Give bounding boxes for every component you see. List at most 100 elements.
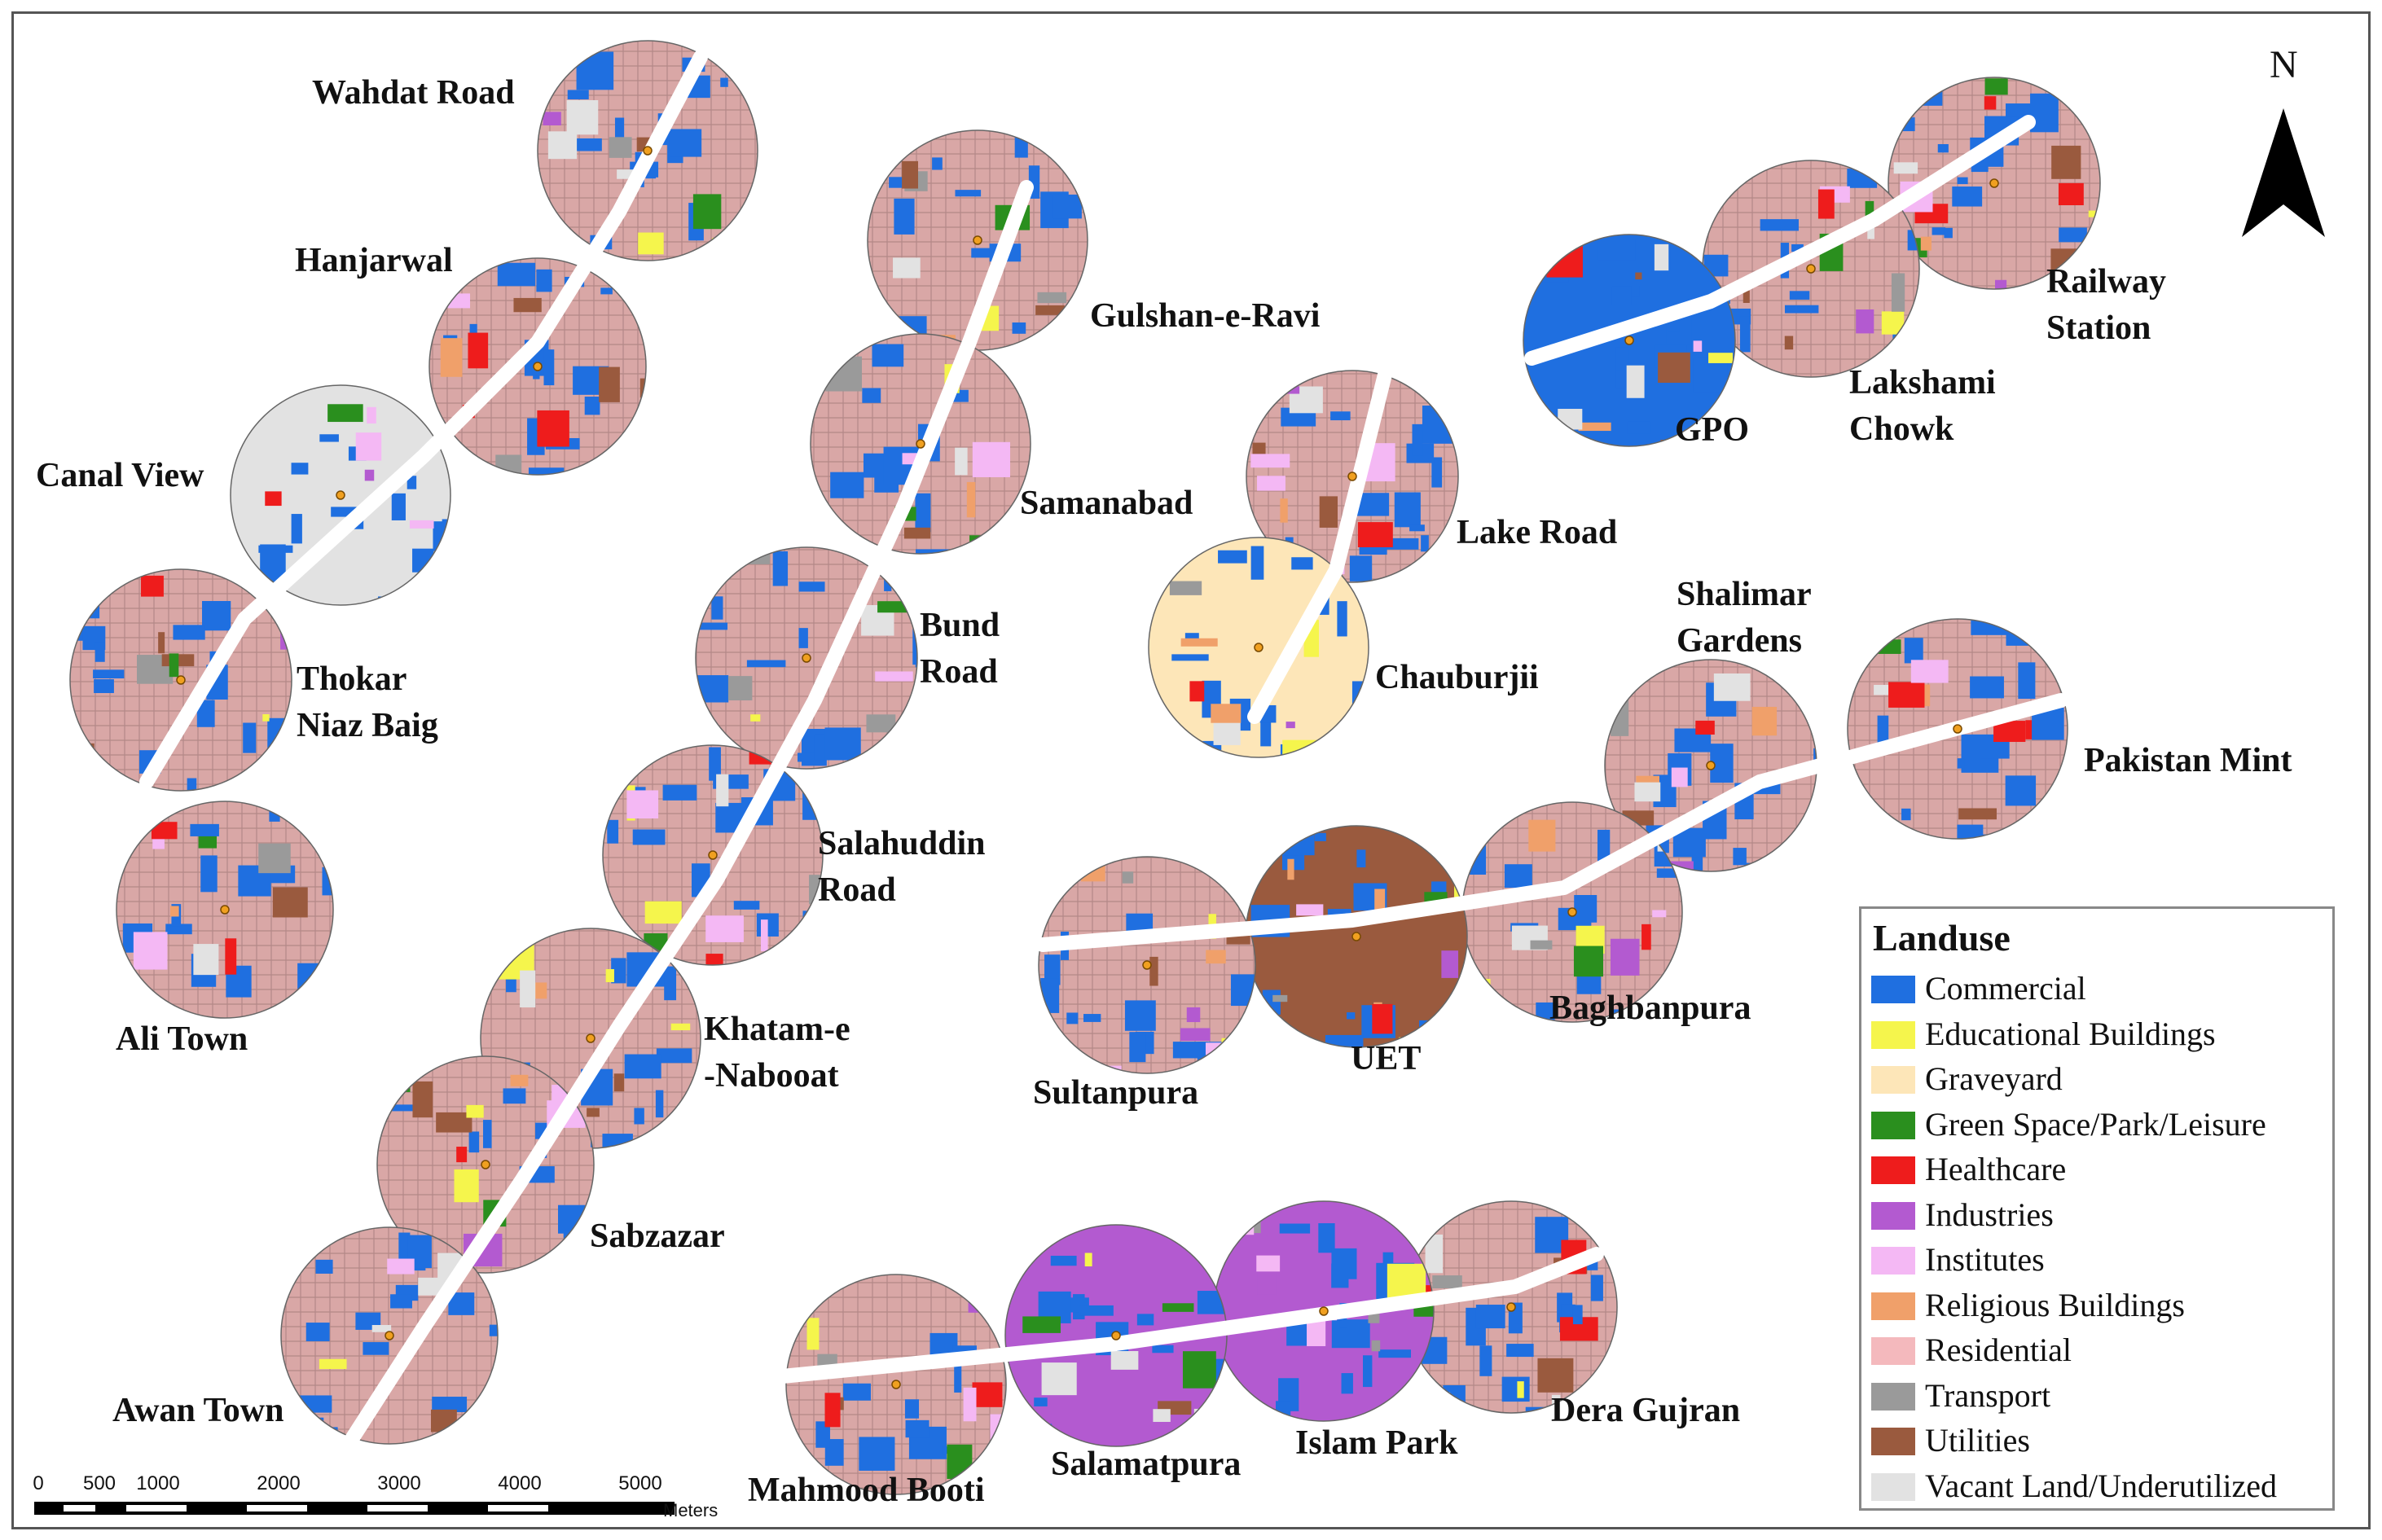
legend-label: Green Space/Park/Leisure [1925, 1105, 2266, 1143]
road-network [139, 50, 2068, 1449]
station-label-islam-park: Islam Park [1295, 1424, 1458, 1462]
station-point [586, 1033, 596, 1043]
corridor-road [775, 1247, 1604, 1384]
station-point [1989, 178, 1999, 188]
corridor-road [1524, 115, 2036, 366]
station-buffer [1039, 857, 1255, 1073]
station-point [1506, 1302, 1516, 1312]
legend-swatch [1871, 976, 1915, 1003]
station-label-thokar-niaz-baig: Thokar Niaz Baig [297, 660, 438, 744]
legend-label: Vacant Land/Underutilized [1925, 1467, 2278, 1504]
legend-swatch [1871, 1201, 1915, 1230]
station-label-lake-road: Lake Road [1457, 514, 1618, 551]
legend-label: Healthcare [1925, 1151, 2067, 1187]
corridor-road [1035, 693, 2068, 952]
scale-tick-label: 500 [82, 1472, 116, 1494]
station-label-baghbanpura: Baghbanpura [1549, 989, 1751, 1027]
station-point [1806, 264, 1816, 274]
station-buffer [786, 1275, 1006, 1494]
legend-label: Religious Buildings [1925, 1286, 2185, 1323]
legend-item: Healthcare [1871, 1148, 2327, 1191]
legend-label: Graveyard [1925, 1060, 2063, 1097]
legend-item: Educational Buildings [1871, 1013, 2327, 1055]
legend-swatch [1871, 1382, 1915, 1411]
station-label-lakshami-chowk: Lakshami Chowk [1849, 364, 1996, 448]
station-label-sabzazar: Sabzazar [590, 1218, 725, 1255]
scale-tick-label: 5000 [618, 1472, 662, 1494]
station-label-pakistan-mint: Pakistan Mint [2084, 742, 2292, 779]
legend-swatch [1871, 1111, 1915, 1139]
station-point [1624, 336, 1634, 345]
station-label-uet: UET [1351, 1040, 1422, 1077]
scale-tick-label: 3000 [377, 1472, 421, 1494]
scale-tick-label: 0 [33, 1472, 44, 1494]
legend-swatch [1871, 1337, 1915, 1365]
station-point [533, 362, 543, 371]
legend-label: Industries [1925, 1196, 2054, 1233]
scale-tick-label: 2000 [257, 1472, 301, 1494]
station-point [1254, 643, 1264, 652]
legend-swatch [1871, 1066, 1915, 1094]
station-label-mahmood-booti: Mahmood Booti [748, 1472, 985, 1509]
station-point [220, 905, 230, 915]
station-point [643, 146, 653, 156]
station-label-samanabad: Samanabad [1020, 485, 1193, 522]
station-buffer [1246, 826, 1467, 1047]
corridor-road [343, 180, 1034, 1449]
station-label-salahuddin-road: Salahuddin Road [818, 825, 986, 909]
station-point [916, 439, 925, 449]
legend-label: Transport [1925, 1376, 2051, 1414]
station-point [1953, 724, 1962, 734]
legend-item: Green Space/Park/Leisure [1871, 1103, 2327, 1146]
scale-tick-label: 1000 [136, 1472, 180, 1494]
legend-label: Residential [1925, 1332, 2072, 1368]
station-point [973, 235, 982, 245]
legend-label: Commercial [1925, 970, 2086, 1007]
station-label-gulshan-e-ravi: Gulshan-e-Ravi [1090, 297, 1321, 335]
station-point [1351, 932, 1361, 941]
legend-item: Institutes [1871, 1239, 2327, 1281]
station-label-sultanpura: Sultanpura [1033, 1074, 1199, 1112]
station-label-gpo: GPO [1675, 411, 1749, 449]
north-letter: N [2270, 43, 2298, 86]
legend-item: Religious Buildings [1871, 1284, 2327, 1327]
station-label-ali-town: Ali Town [116, 1020, 248, 1058]
station-point [1567, 907, 1577, 917]
legend-label: Utilities [1925, 1422, 2030, 1459]
station-point [1142, 960, 1152, 970]
station-label-chauburjii: Chauburjii [1375, 659, 1539, 696]
station-point [1706, 761, 1716, 770]
legend-item: Transport [1871, 1375, 2327, 1417]
station-label-bund-road: Bund Road [920, 607, 1000, 691]
station-label-shalimar-gardens: Shalimar Gardens [1677, 576, 1812, 660]
station-point [176, 675, 186, 685]
scale-tick-label: 4000 [498, 1472, 542, 1494]
station-label-wahdat-road: Wahdat Road [312, 74, 515, 112]
legend-item: Vacant Land/Underutilized [1871, 1465, 2327, 1507]
station-point [1111, 1331, 1121, 1340]
legend-item: Graveyard [1871, 1058, 2327, 1100]
north-arrow-icon [2242, 108, 2325, 237]
station-label-canal-view: Canal View [36, 457, 204, 494]
station-point [1319, 1306, 1329, 1316]
legend-swatch [1871, 1156, 1915, 1184]
station-point [708, 850, 718, 860]
legend-swatch [1871, 1247, 1915, 1275]
legend-label: Educational Buildings [1925, 1015, 2216, 1052]
legend-swatch [1871, 1020, 1915, 1049]
station-point [1347, 472, 1357, 481]
legend-swatch [1871, 1292, 1915, 1320]
station-buffer [429, 258, 646, 475]
station-label-awan-town: Awan Town [112, 1392, 284, 1429]
station-buffer [1848, 619, 2068, 839]
station-point [481, 1160, 490, 1169]
station-buffer [116, 801, 333, 1018]
scale-units: Meters [663, 1500, 719, 1520]
station-point [385, 1331, 394, 1340]
scale-bar [34, 1502, 675, 1515]
legend-swatch [1871, 1428, 1915, 1455]
station-label-salamatpura: Salamatpura [1051, 1446, 1242, 1483]
corridor-road [1247, 367, 1392, 724]
